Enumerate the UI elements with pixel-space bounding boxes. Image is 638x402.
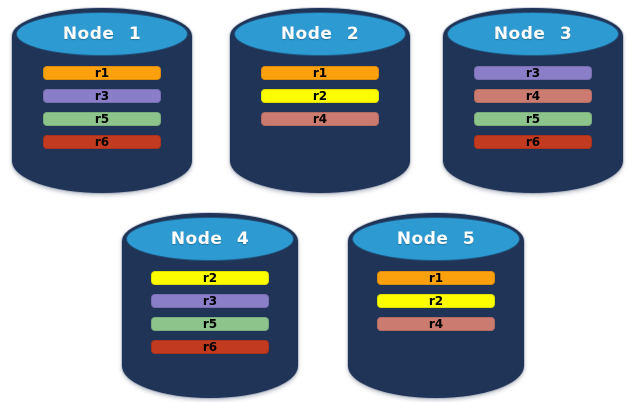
replica-bar-r1: r1	[261, 66, 379, 80]
replica-bar-r4: r4	[474, 89, 592, 103]
replica-bar-r5: r5	[43, 112, 161, 126]
database-cylinder-top: Node 3	[447, 12, 619, 56]
node-3-cylinder: Node 3 r3 r4 r5 r6	[443, 8, 623, 193]
replica-bar-r3: r3	[43, 89, 161, 103]
replica-bar-r5: r5	[474, 112, 592, 126]
node-label: Node 1	[62, 24, 142, 44]
database-cylinder-top: Node 4	[126, 217, 294, 261]
node-label: Node 5	[396, 229, 476, 249]
database-cylinder-top: Node 2	[234, 12, 406, 56]
node-1-cylinder: Node 1 r1 r3 r5 r6	[12, 8, 192, 193]
replica-list: r1 r2 r4	[348, 271, 524, 331]
replica-bar-r3: r3	[474, 66, 592, 80]
node-2-cylinder: Node 2 r1 r2 r4	[230, 8, 410, 193]
replica-bar-r1: r1	[377, 271, 495, 285]
replica-bar-r6: r6	[43, 135, 161, 149]
replica-bar-r1: r1	[43, 66, 161, 80]
replica-bar-r5: r5	[151, 317, 269, 331]
replica-list: r1 r3 r5 r6	[12, 66, 192, 149]
node-5-cylinder: Node 5 r1 r2 r4	[348, 213, 524, 398]
node-4-cylinder: Node 4 r2 r3 r5 r6	[122, 213, 298, 398]
replica-bar-r4: r4	[377, 317, 495, 331]
replica-bar-r3: r3	[151, 294, 269, 308]
database-cylinder-top: Node 1	[16, 12, 188, 56]
replica-bar-r6: r6	[474, 135, 592, 149]
replica-list: r2 r3 r5 r6	[122, 271, 298, 354]
node-label: Node 3	[493, 24, 573, 44]
replica-bar-r2: r2	[151, 271, 269, 285]
replica-bar-r2: r2	[261, 89, 379, 103]
node-label: Node 4	[170, 229, 250, 249]
node-label: Node 2	[280, 24, 360, 44]
replica-bar-r4: r4	[261, 112, 379, 126]
replica-bar-r2: r2	[377, 294, 495, 308]
replica-list: r1 r2 r4	[230, 66, 410, 126]
replica-list: r3 r4 r5 r6	[443, 66, 623, 149]
database-cylinder-top: Node 5	[352, 217, 520, 261]
replica-bar-r6: r6	[151, 340, 269, 354]
